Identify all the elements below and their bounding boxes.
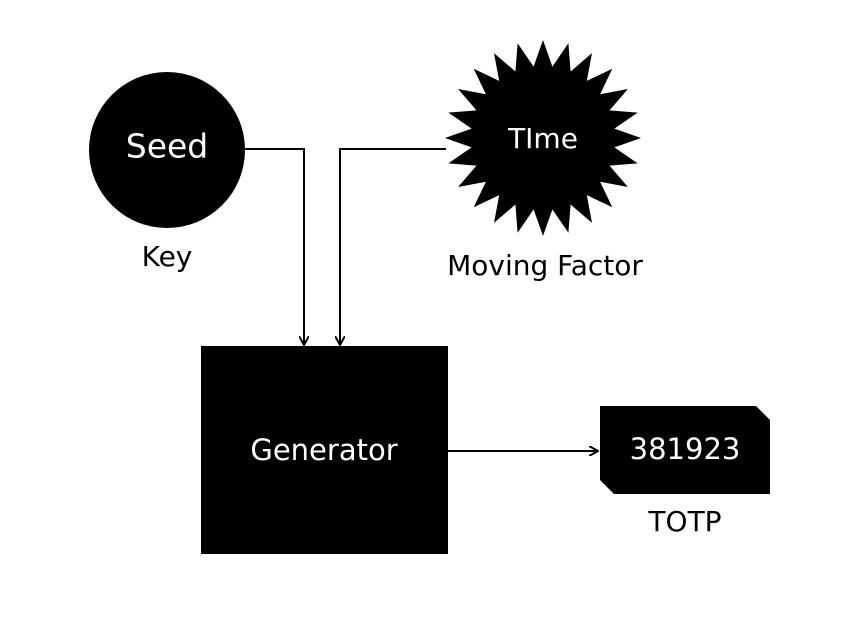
totp-caption: TOTP [647, 505, 721, 538]
totp-node: 381923 [600, 406, 770, 494]
seed-circle [89, 72, 245, 228]
seed-label: Seed [126, 127, 209, 166]
key-caption: Key [142, 240, 193, 273]
time-starburst [445, 40, 641, 236]
time-node: TIme [445, 40, 641, 236]
time-to-generator-arrow [340, 148, 446, 345]
generator-label: Generator [250, 433, 397, 467]
totp-code: 381923 [630, 432, 741, 466]
time-label: TIme [507, 122, 578, 155]
generator-box [201, 346, 448, 554]
moving-factor-caption: Moving Factor [447, 249, 643, 282]
seed-node: Seed [89, 72, 245, 228]
seed-to-generator-arrow [245, 148, 304, 345]
totp-box [600, 406, 770, 494]
generator-node: Generator [201, 346, 448, 554]
